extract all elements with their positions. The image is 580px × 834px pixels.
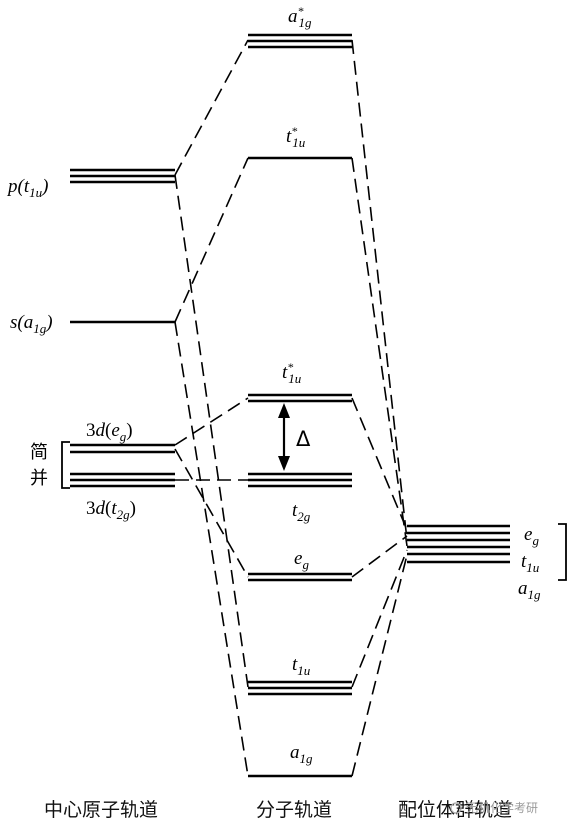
dash-deg-to-t1u-star-mid	[174, 397, 249, 446]
level-3d-t2g	[70, 472, 175, 488]
caption-ligand-group-orbitals: 配位体群轨道	[398, 799, 512, 821]
label-degenerate-line2: 并	[30, 468, 48, 489]
dash-s-to-a1g-bonding	[174, 321, 249, 777]
mo-eg	[248, 572, 352, 582]
label-delta: Δ	[296, 427, 311, 451]
mo-a1g-star	[248, 33, 352, 49]
label-a1g-mo: a1g	[290, 742, 313, 766]
level-p-t1u	[70, 168, 175, 184]
dash-t1u-star-to-ligand	[351, 157, 408, 547]
caption-central-atom-orbitals: 中心原子轨道	[44, 799, 158, 821]
correlation-lines	[174, 39, 408, 777]
label-degenerate-line1: 简	[30, 442, 48, 463]
dash-t1u-star-mid-to-ligand	[351, 397, 408, 531]
label-s-a1g: s(a1g)	[10, 312, 53, 336]
dash-eg-to-ligand	[351, 535, 408, 578]
label-3d-eg: 3d(eg)	[86, 420, 133, 444]
label-a1g-star: a*1g	[288, 4, 312, 30]
ligand-t1u	[407, 538, 510, 556]
ligand-group-levels	[407, 523, 567, 581]
label-ligand-eg: eg	[524, 524, 539, 548]
ligand-eg	[407, 524, 510, 535]
label-t2g: t2g	[292, 500, 311, 524]
watermark: 无机化学考研	[450, 800, 538, 815]
delta-arrow	[278, 403, 290, 471]
dash-s-to-t1u-star	[174, 157, 249, 323]
dash-p-to-a1g-star	[174, 39, 249, 176]
label-ligand-t1u: t1u	[521, 551, 540, 575]
watermark-text: 无机化学考研	[466, 800, 538, 815]
dash-p-to-t1u-bonding	[174, 174, 249, 688]
mo-t2g	[248, 472, 352, 488]
ligand-bracket	[558, 523, 567, 581]
labels: a*1g t*1u p(t1u) s(a1g) t*1u 3d(eg) 3d(t…	[6, 4, 541, 766]
label-eg-mo: eg	[294, 548, 309, 572]
footer-captions: 中心原子轨道 分子轨道 配位体群轨道	[44, 799, 512, 821]
degenerate-bracket	[61, 441, 70, 489]
label-t1u-mo: t1u	[292, 654, 311, 678]
level-3d-eg	[70, 443, 175, 454]
dash-t1u-to-ligand	[351, 549, 408, 688]
molecular-orbital-levels	[248, 33, 352, 778]
mo-t1u	[248, 680, 352, 696]
label-t1u-star-top: t*1u	[286, 124, 306, 150]
dash-deg-to-eg-bonding	[174, 448, 249, 578]
label-p-t1u: p(t1u)	[6, 176, 48, 200]
caption-molecular-orbitals: 分子轨道	[256, 799, 332, 821]
central-atom-levels	[61, 168, 175, 489]
label-ligand-a1g: a1g	[518, 578, 541, 602]
mo-t1u-star-mid	[248, 393, 352, 403]
label-3d-t2g: 3d(t2g)	[86, 498, 136, 522]
dash-a1g-to-ligand	[351, 554, 408, 777]
label-t1u-star-mid: t*1u	[282, 360, 302, 386]
